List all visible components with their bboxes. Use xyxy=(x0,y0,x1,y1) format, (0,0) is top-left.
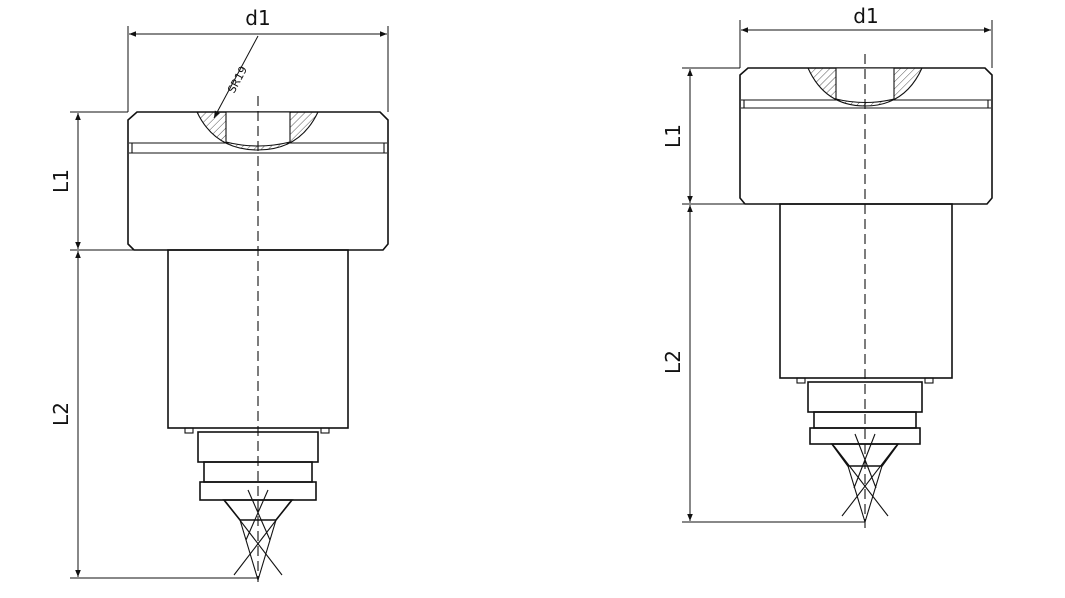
left-l1-label: L1 xyxy=(49,169,73,193)
right-tip-cone-lines xyxy=(833,433,897,523)
left-d1-label: d1 xyxy=(245,6,270,30)
right-d1-label: d1 xyxy=(853,4,878,28)
right-head-outline xyxy=(739,67,993,205)
right-l2-label: L2 xyxy=(661,350,685,374)
left-drawing: d1 SR19 L1 L2 xyxy=(49,6,389,582)
right-body xyxy=(779,203,953,379)
right-l1-label: L1 xyxy=(661,124,685,148)
left-l2-label: L2 xyxy=(49,402,73,426)
left-head-outline xyxy=(127,111,389,251)
left-sr-leader xyxy=(213,35,259,119)
left-sr-label: SR19 xyxy=(225,64,250,95)
left-tip-cone-lines xyxy=(225,489,291,581)
right-drawing: d1 L1 L2 xyxy=(661,4,993,528)
